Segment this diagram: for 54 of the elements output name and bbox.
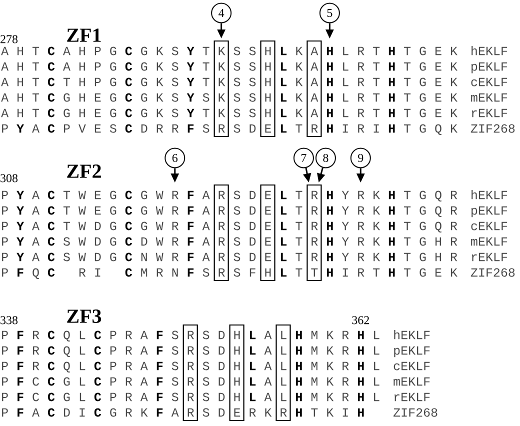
sequence-name: mEKLF: [394, 377, 430, 386]
sequence-name: pEKLF: [472, 206, 508, 218]
column-box: [306, 184, 322, 282]
sequence-row: C M R N F S R S F H L T T H I R T H T G E K: [125, 268, 458, 277]
sequence-name: ZIF268: [394, 408, 438, 417]
sequence-name: hEKLF: [394, 330, 430, 340]
sequence-row: A H T C G H E G C G K S Y T K S S H L K A H L R T H T G E K: [1, 108, 458, 118]
sequence-row: P Y A C S W D G C N W R F A R S D E L T R H Y R K H T G H R: [2, 252, 458, 262]
sequence-row: A H T C A H P G C G K S Y T K S S H L K A H L R T H T G E K: [1, 62, 458, 71]
sequence-row: P Y A C T W E G C G W R F A R S D E L T R H Y R K H T G Q R: [2, 190, 458, 202]
domain-title: ZF1: [67, 28, 101, 42]
sequence-row: A H T C G H E G C G K S Y S K S S H L K A H L R T H T G E K: [1, 93, 458, 102]
sequence-row: R I: [79, 268, 100, 277]
column-box: [214, 40, 229, 138]
domain-title: ZF3: [67, 310, 102, 323]
sequence-row: P F C C G L C P R A F S R S D H L A L H M K R H L: [2, 392, 380, 402]
sequence-row: P F C C G L C P R A F S R S D H L A L H M K R H L: [2, 377, 380, 386]
sequence-name: hEKLF: [472, 190, 508, 200]
sequence-row: P F R C Q L C P R A F S R S D H L A L H M K R H L: [2, 330, 380, 342]
sequence-row: P F Q C: [2, 268, 55, 279]
column-box: [214, 184, 229, 282]
sequence-name: ZIF268: [470, 124, 515, 133]
sequence-name: rEKLF: [394, 392, 430, 402]
sequence-row: P Y A C T W D G C G W R F A R S D E L T R H Y R K H T G Q R: [2, 222, 458, 232]
residue-number: 278: [0, 35, 18, 44]
sequence-name: cEKLF: [394, 362, 430, 370]
sequence-name: rEKLF: [472, 108, 508, 118]
column-box: [229, 324, 244, 422]
sequence-name: cEKLF: [471, 222, 508, 230]
sequence-name: ZIF268: [470, 268, 515, 277]
domain-title: ZF2: [67, 164, 101, 178]
sequence-name: mEKLF: [471, 237, 508, 246]
sequence-name: cEKLF: [471, 78, 508, 86]
column-box: [182, 324, 198, 422]
sequence-name: pEKLF: [394, 346, 430, 358]
sequence-name: mEKLF: [471, 93, 508, 102]
residue-number: 338: [0, 316, 18, 324]
sequence-row: P F A C D I C G R K F A R S D E R K R H T K I H: [2, 408, 364, 417]
column-box: [276, 324, 291, 422]
sequence-row: P Y A C T W E G C G W R F A R S D E L T R H Y R K H T G Q R: [2, 206, 458, 217]
sequence-row: P F R C Q L C P R A F S R S D H L A L H M K R H L: [2, 346, 380, 357]
residue-number: 362: [352, 316, 369, 324]
residue-number: 308: [0, 174, 18, 182]
column-box: [260, 40, 276, 138]
column-box: [306, 40, 322, 138]
sequence-name: rEKLF: [472, 252, 508, 262]
column-box: [260, 184, 276, 282]
sequence-row: P F R C Q L C P R A F S R S D H L A L H M K R H L: [2, 362, 380, 372]
sequence-row: P Y A C S W D G C D W R F A R S D E L T R H Y R K H T G H R: [2, 237, 458, 246]
sequence-row: A H T C A H P G C G K S Y T K S S H L K A H L R T H T G E K: [1, 46, 458, 56]
sequence-row: A H T C T H P G C G K S Y T K S S H L K A H L R T H T G E K: [1, 78, 458, 86]
sequence-name: hEKLF: [472, 46, 508, 56]
sequence-name: pEKLF: [472, 62, 508, 74]
sequence-row: P Y A C P V E S C D R R F S R S D E L T R H I R I H T G Q K: [2, 124, 458, 135]
